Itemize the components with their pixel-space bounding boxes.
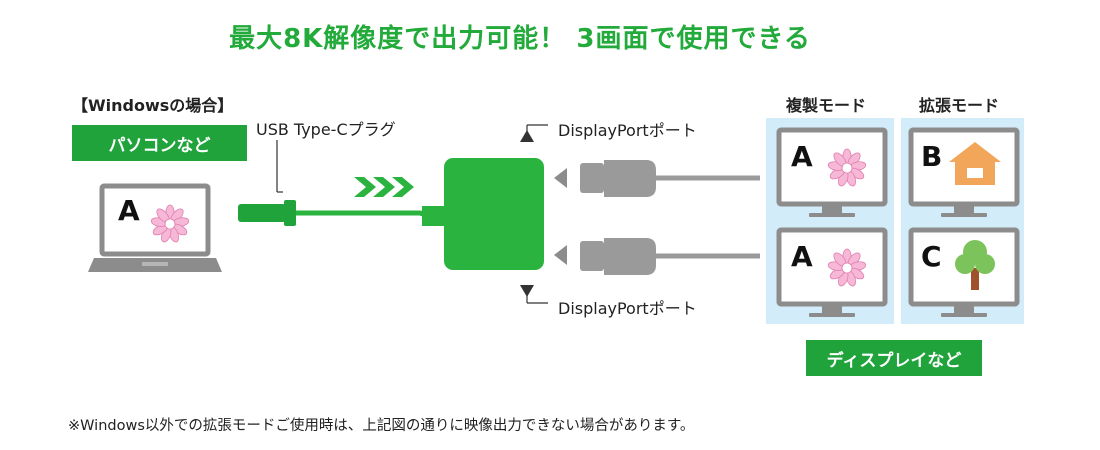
- displayport-label-top: DisplayPortポート: [558, 121, 697, 140]
- usb-plug-label: USB Type-Cプラグ: [256, 120, 396, 139]
- port-arrow-bottom: [554, 245, 567, 265]
- adapter-body: [444, 158, 544, 270]
- monitor-letter-extend-2: C: [921, 240, 942, 273]
- extend-mode-label: 拡張モード: [919, 96, 1000, 115]
- monitor-letter-mirror-2: A: [791, 240, 813, 273]
- monitor-letter-extend-1: B: [921, 140, 942, 173]
- monitor-icon: C: [911, 230, 1017, 317]
- tree-icon: [955, 240, 995, 290]
- monitor-letter-mirror-1: A: [791, 140, 813, 173]
- displayport-plug-top: [580, 160, 760, 197]
- arrow-chevron-icon: [354, 177, 414, 197]
- laptop-icon: A: [88, 183, 222, 272]
- headline: 最大8K解像度で出力可能！ 3画面で使用できる: [229, 24, 811, 54]
- windows-case-label: 【Windowsの場合】: [72, 96, 234, 115]
- monitor-icon: B: [911, 130, 1017, 217]
- monitor-icon: A: [779, 130, 885, 217]
- mirror-mode-label: 複製モード: [786, 96, 867, 115]
- displayport-label-bottom: DisplayPortポート: [558, 299, 697, 318]
- usb-c-plug: [238, 200, 296, 226]
- port-arrow-top: [554, 168, 567, 188]
- pc-badge: パソコンなど: [72, 125, 247, 161]
- footnote: ※Windows以外での拡張モードご使用時は、上記図の通りに映像出力できない場合…: [68, 418, 695, 434]
- house-icon: [949, 142, 1001, 185]
- laptop-letter: A: [118, 194, 140, 227]
- displayport-plug-bottom: [580, 238, 760, 275]
- monitor-icon: A: [779, 230, 885, 317]
- display-badge: ディスプレイなど: [806, 340, 982, 376]
